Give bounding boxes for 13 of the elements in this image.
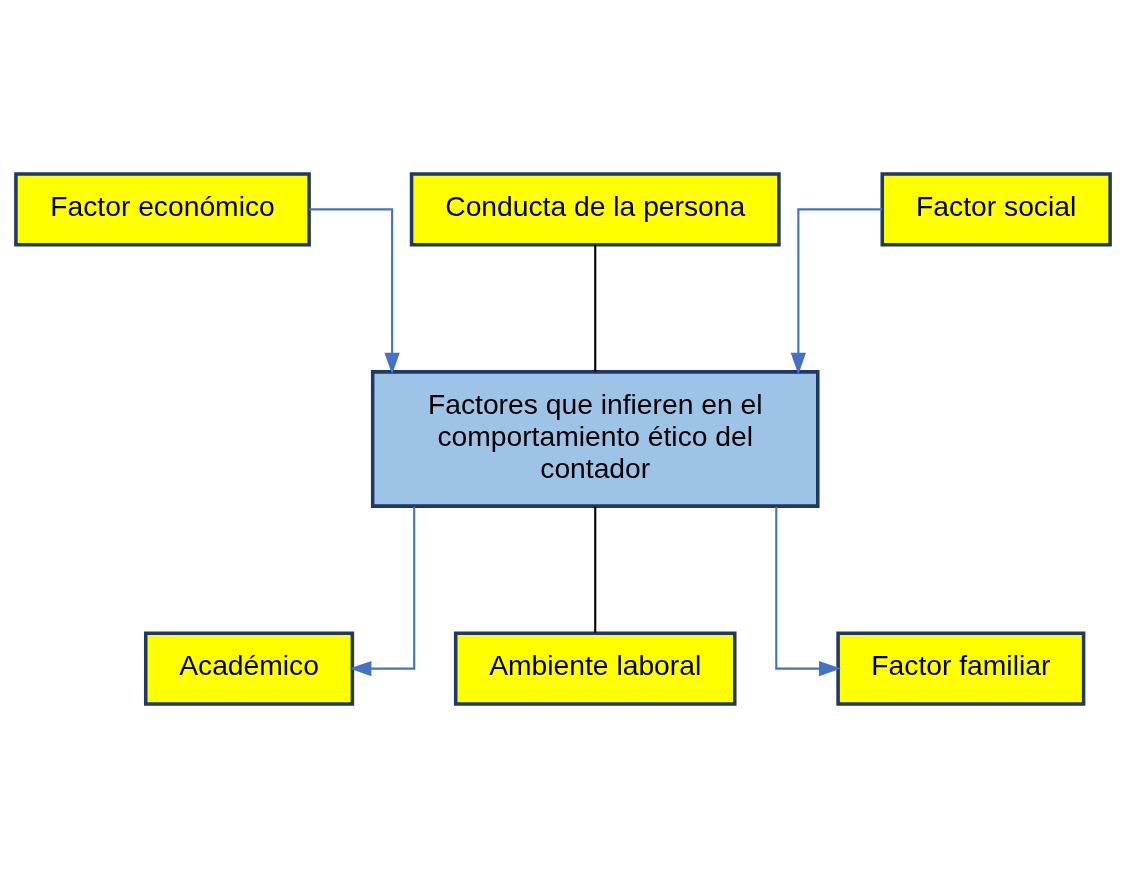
node-box: Factor familiar [836,631,1086,706]
node-box: Conducta de la persona [409,172,781,247]
node-box: Factor económico [14,172,311,247]
connector [594,244,597,372]
node-box: Académico [143,631,355,706]
node-box: Factores que infieren en el comportamiento ético del contador [370,370,820,508]
arrow [790,208,883,375]
node-box: Ambiente laboral [453,631,737,706]
arrow [349,506,416,677]
arrow [309,208,400,375]
node-box: Factor social [880,172,1112,247]
arrow [775,506,841,677]
connector [594,506,597,633]
